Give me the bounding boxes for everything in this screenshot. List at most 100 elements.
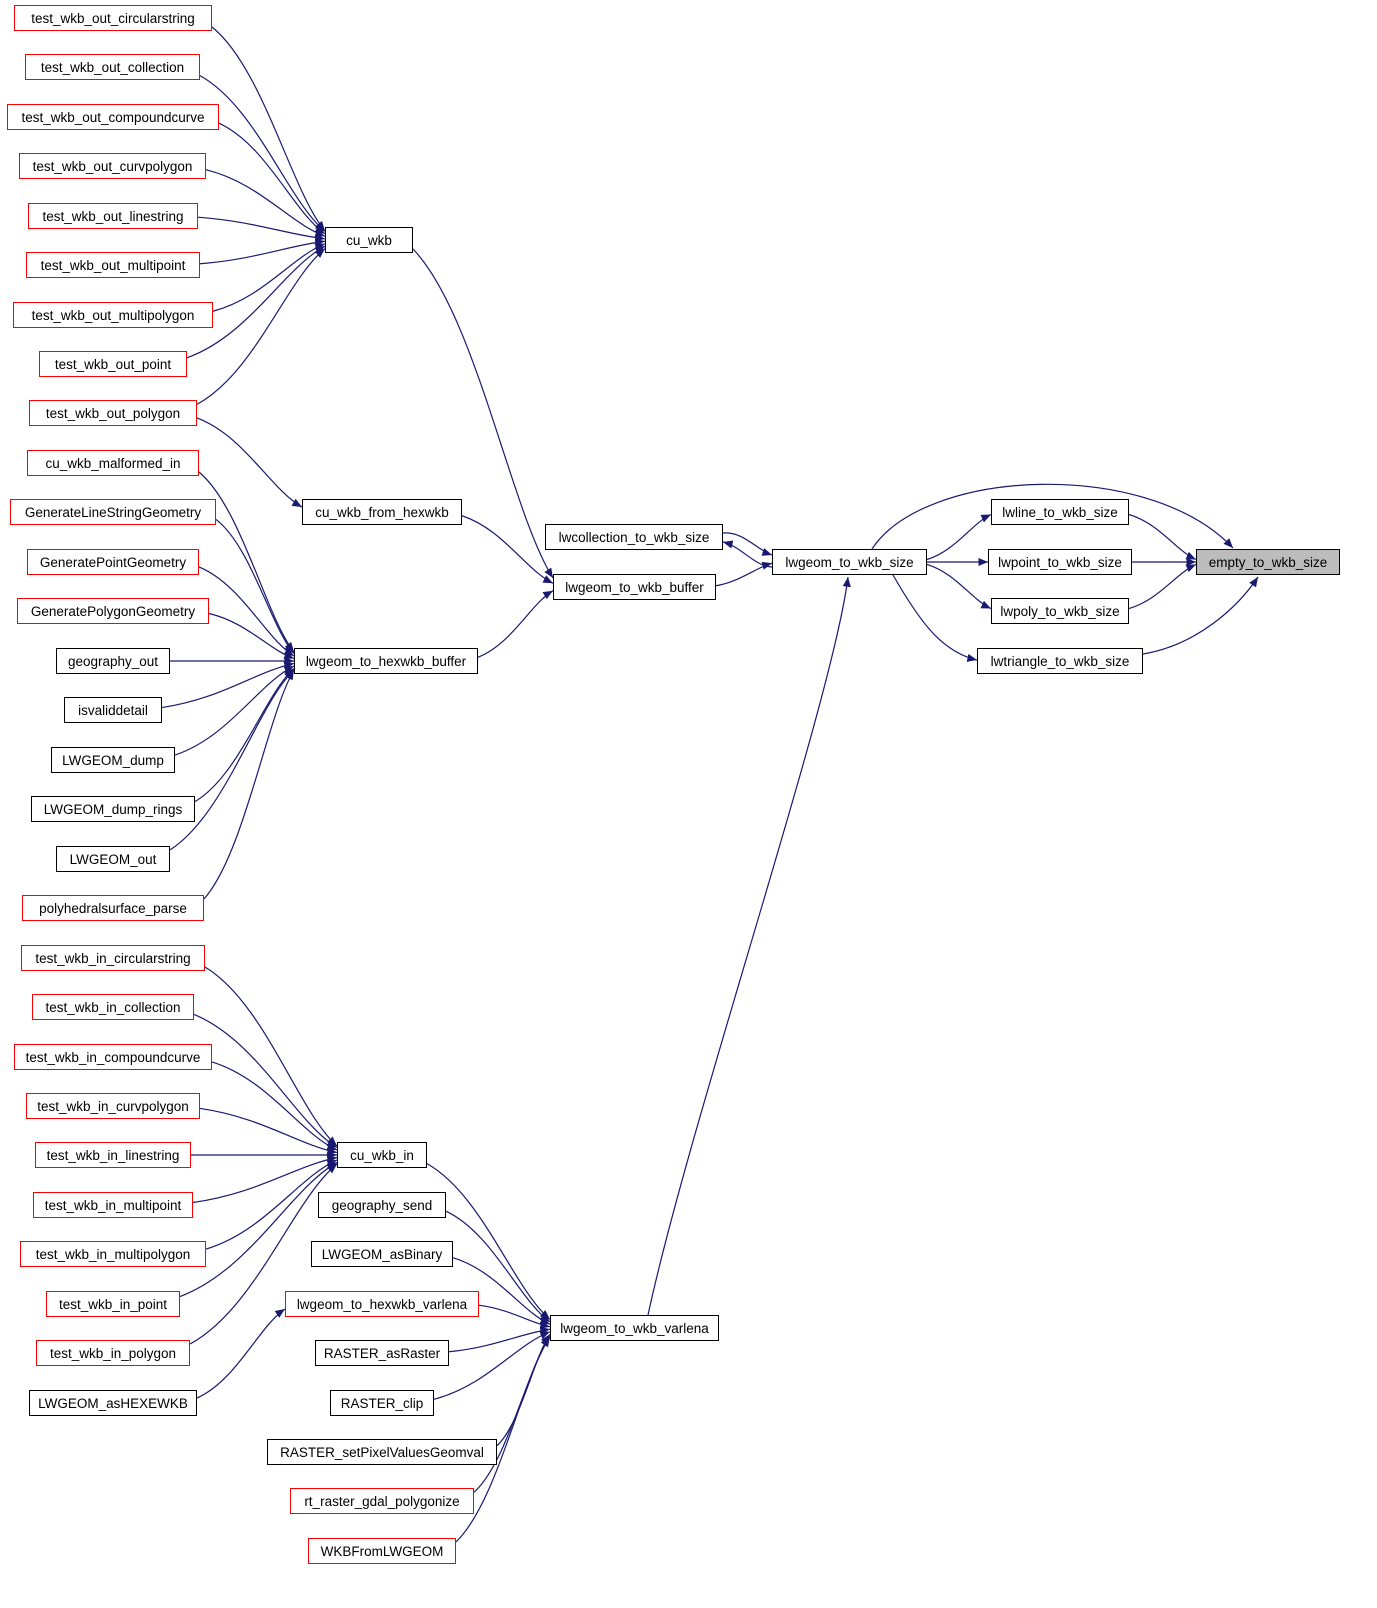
node-cu_wkb_malformed_in[interactable]: cu_wkb_malformed_in	[27, 450, 199, 476]
node-test_wkb_in_polygon[interactable]: test_wkb_in_polygon	[36, 1340, 190, 1366]
node-label: lwgeom_to_hexwkb_buffer	[305, 653, 467, 669]
node-lwgeom_to_wkb_buffer[interactable]: lwgeom_to_wkb_buffer	[553, 574, 716, 600]
node-label: test_wkb_out_multipoint	[40, 257, 186, 273]
edge-test_wkb_in_polygon-to-cu_wkb_in	[189, 1163, 338, 1345]
node-label: GenerateLineStringGeometry	[24, 504, 202, 520]
node-label: WKBFromLWGEOM	[320, 1543, 444, 1559]
node-geography_send[interactable]: geography_send	[318, 1192, 446, 1218]
node-polyhedralsurface_parse[interactable]: polyhedralsurface_parse	[22, 895, 204, 921]
node-GenerateLineStringGeometry[interactable]: GenerateLineStringGeometry	[10, 499, 216, 525]
node-geography_out[interactable]: geography_out	[56, 648, 170, 674]
edge-lwgeom_to_hexwkb_varlena-to-lwgeom_to_wkb_varlena	[478, 1304, 551, 1329]
edge-lwline_to_wkb_size-to-empty_to_wkb_size	[1128, 513, 1197, 561]
node-lwgeom_to_hexwkb_varlena[interactable]: lwgeom_to_hexwkb_varlena	[285, 1291, 479, 1317]
node-test_wkb_out_circularstring[interactable]: test_wkb_out_circularstring	[14, 5, 212, 31]
node-test_wkb_in_linestring[interactable]: test_wkb_in_linestring	[35, 1142, 191, 1168]
edge-lwgeom_to_wkb_size-to-lwcollection_to_wkb_size	[722, 540, 773, 568]
node-test_wkb_out_linestring[interactable]: test_wkb_out_linestring	[28, 203, 198, 229]
node-lwgeom_to_wkb_varlena[interactable]: lwgeom_to_wkb_varlena	[550, 1315, 719, 1341]
edge-lwgeom_to_wkb_size-to-empty_to_wkb_size	[871, 483, 1234, 550]
node-label: LWGEOM_asHEXEWKB	[38, 1395, 188, 1411]
node-label: RASTER_setPixelValuesGeomval	[280, 1444, 484, 1460]
edge-isvaliddetail-to-lwgeom_to_hexwkb_buffer	[161, 661, 295, 709]
node-lwline_to_wkb_size[interactable]: lwline_to_wkb_size	[991, 499, 1129, 525]
node-label: cu_wkb_in	[350, 1147, 414, 1163]
node-lwpoly_to_wkb_size[interactable]: lwpoly_to_wkb_size	[991, 598, 1129, 624]
node-label: test_wkb_in_curvpolygon	[37, 1098, 189, 1114]
edge-polyhedralsurface_parse-to-lwgeom_to_hexwkb_buffer	[203, 669, 295, 900]
edge-test_wkb_in_point-to-cu_wkb_in	[179, 1161, 338, 1298]
node-label: test_wkb_out_linestring	[42, 208, 184, 224]
edge-LWGEOM_asHEXEWKB-to-lwgeom_to_hexwkb_varlena	[196, 1308, 286, 1399]
node-RASTER_setPixelValuesGeomval[interactable]: RASTER_setPixelValuesGeomval	[267, 1439, 497, 1465]
node-GeneratePointGeometry[interactable]: GeneratePointGeometry	[27, 549, 199, 575]
node-label: RASTER_asRaster	[323, 1345, 441, 1361]
node-lwcollection_to_wkb_size[interactable]: lwcollection_to_wkb_size	[545, 524, 723, 550]
node-test_wkb_in_point[interactable]: test_wkb_in_point	[46, 1291, 180, 1317]
node-lwpoint_to_wkb_size[interactable]: lwpoint_to_wkb_size	[988, 549, 1132, 575]
node-LWGEOM_dump_rings[interactable]: LWGEOM_dump_rings	[31, 796, 195, 822]
node-lwtriangle_to_wkb_size[interactable]: lwtriangle_to_wkb_size	[977, 648, 1143, 674]
edge-test_wkb_out_polygon-to-cu_wkb	[196, 248, 326, 405]
edge-RASTER_clip-to-lwgeom_to_wkb_varlena	[433, 1331, 551, 1400]
node-label: cu_wkb_from_hexwkb	[315, 504, 449, 520]
node-test_wkb_out_multipoint[interactable]: test_wkb_out_multipoint	[26, 252, 200, 278]
node-LWGEOM_asBinary[interactable]: LWGEOM_asBinary	[311, 1241, 453, 1267]
node-label: test_wkb_in_compoundcurve	[25, 1049, 201, 1065]
node-lwgeom_to_wkb_size[interactable]: lwgeom_to_wkb_size	[772, 549, 927, 575]
node-test_wkb_in_circularstring[interactable]: test_wkb_in_circularstring	[21, 945, 205, 971]
node-isvaliddetail[interactable]: isvaliddetail	[64, 697, 162, 723]
edge-lwpoly_to_wkb_size-to-empty_to_wkb_size	[1128, 563, 1197, 610]
edge-test_wkb_out_multipolygon-to-cu_wkb	[212, 243, 326, 312]
edge-LWGEOM_out-to-lwgeom_to_hexwkb_buffer	[169, 669, 295, 851]
node-label: test_wkb_in_circularstring	[35, 950, 191, 966]
edge-rt_raster_gdal_polygonize-to-lwgeom_to_wkb_varlena	[473, 1336, 551, 1493]
node-test_wkb_in_multipoint[interactable]: test_wkb_in_multipoint	[33, 1192, 193, 1218]
node-label: lwpoint_to_wkb_size	[998, 554, 1122, 570]
node-LWGEOM_out[interactable]: LWGEOM_out	[56, 846, 170, 872]
node-label: test_wkb_out_polygon	[45, 405, 181, 421]
node-test_wkb_out_polygon[interactable]: test_wkb_out_polygon	[29, 400, 197, 426]
node-LWGEOM_asHEXEWKB[interactable]: LWGEOM_asHEXEWKB	[29, 1390, 197, 1416]
edge-lwgeom_to_hexwkb_buffer-to-lwgeom_to_wkb_buffer	[477, 590, 554, 658]
node-LWGEOM_dump[interactable]: LWGEOM_dump	[51, 747, 175, 773]
node-test_wkb_in_multipolygon[interactable]: test_wkb_in_multipolygon	[20, 1241, 206, 1267]
node-label: GeneratePointGeometry	[39, 554, 187, 570]
node-RASTER_asRaster[interactable]: RASTER_asRaster	[315, 1340, 449, 1366]
edge-lwgeom_to_wkb_varlena-to-lwgeom_to_wkb_size	[647, 576, 851, 1316]
node-test_wkb_out_collection[interactable]: test_wkb_out_collection	[25, 54, 200, 80]
node-label: cu_wkb_malformed_in	[45, 455, 181, 471]
edge-cu_wkb-to-lwgeom_to_wkb_buffer	[412, 248, 554, 579]
node-label: lwgeom_to_hexwkb_varlena	[296, 1296, 468, 1312]
edge-LWGEOM_asBinary-to-lwgeom_to_wkb_varlena	[452, 1257, 551, 1325]
node-GeneratePolygonGeometry[interactable]: GeneratePolygonGeometry	[17, 598, 209, 624]
node-RASTER_clip[interactable]: RASTER_clip	[330, 1390, 434, 1416]
node-WKBFromLWGEOM[interactable]: WKBFromLWGEOM	[308, 1538, 456, 1564]
node-label: cu_wkb	[346, 232, 392, 248]
edge-test_wkb_out_point-to-cu_wkb	[186, 245, 326, 359]
node-test_wkb_in_compoundcurve[interactable]: test_wkb_in_compoundcurve	[14, 1044, 212, 1070]
edge-GeneratePolygonGeometry-to-lwgeom_to_hexwkb_buffer	[208, 612, 295, 660]
node-label: geography_send	[331, 1197, 433, 1213]
node-label: test_wkb_in_collection	[45, 999, 181, 1015]
node-lwgeom_to_hexwkb_buffer[interactable]: lwgeom_to_hexwkb_buffer	[294, 648, 478, 674]
edge-test_wkb_out_multipoint-to-cu_wkb	[199, 238, 326, 265]
node-label: LWGEOM_out	[69, 851, 157, 867]
node-test_wkb_out_curvpolygon[interactable]: test_wkb_out_curvpolygon	[19, 153, 206, 179]
node-test_wkb_in_curvpolygon[interactable]: test_wkb_in_curvpolygon	[26, 1093, 200, 1119]
edge-GenerateLineStringGeometry-to-lwgeom_to_hexwkb_buffer	[215, 518, 295, 654]
node-test_wkb_out_multipolygon[interactable]: test_wkb_out_multipolygon	[13, 302, 213, 328]
node-label: test_wkb_out_circularstring	[31, 10, 195, 26]
node-cu_wkb[interactable]: cu_wkb	[325, 227, 413, 253]
node-test_wkb_in_collection[interactable]: test_wkb_in_collection	[32, 994, 194, 1020]
edge-lwcollection_to_wkb_size-to-lwgeom_to_wkb_size	[722, 532, 773, 556]
node-test_wkb_out_point[interactable]: test_wkb_out_point	[39, 351, 187, 377]
node-cu_wkb_in[interactable]: cu_wkb_in	[337, 1142, 427, 1168]
node-label: isvaliddetail	[78, 702, 148, 718]
node-cu_wkb_from_hexwkb[interactable]: cu_wkb_from_hexwkb	[302, 499, 462, 525]
node-label: LWGEOM_dump_rings	[43, 801, 183, 817]
edge-test_wkb_in_collection-to-cu_wkb_in	[193, 1013, 338, 1149]
node-label: test_wkb_out_compoundcurve	[21, 109, 205, 125]
node-test_wkb_out_compoundcurve[interactable]: test_wkb_out_compoundcurve	[7, 104, 219, 130]
node-rt_raster_gdal_polygonize[interactable]: rt_raster_gdal_polygonize	[290, 1488, 474, 1514]
